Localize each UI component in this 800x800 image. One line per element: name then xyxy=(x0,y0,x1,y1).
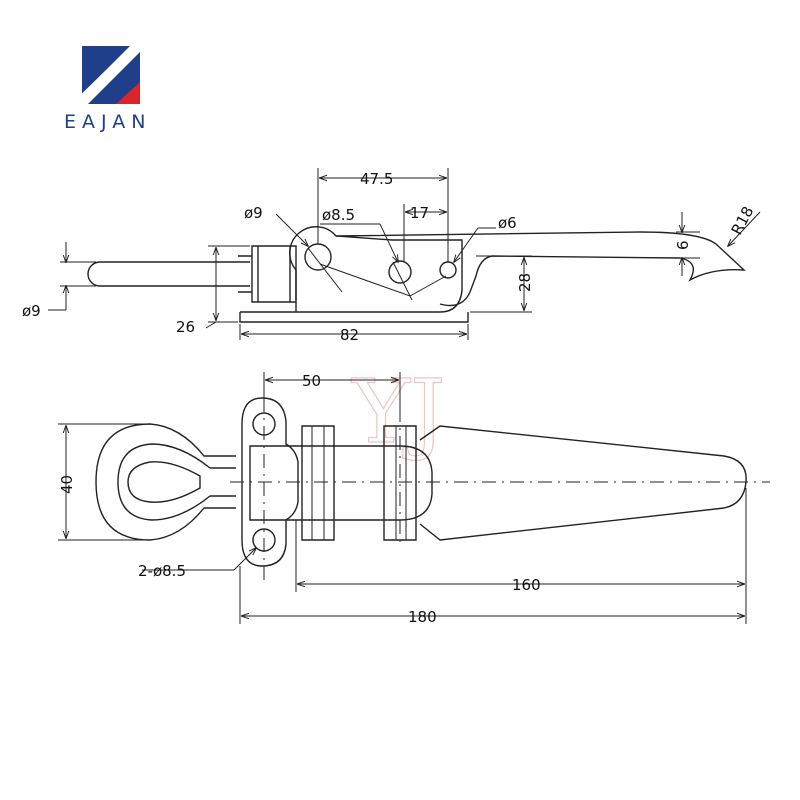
watermark: YJ xyxy=(351,360,445,463)
dim-6: 6 xyxy=(674,240,692,250)
side-view: 47.5 17 ø8.5 ø9 ø6 R18 6 28 xyxy=(22,168,761,344)
dim-phi9-pin: ø9 xyxy=(244,204,263,222)
dim-47-5: 47.5 xyxy=(360,170,393,188)
side-nut xyxy=(238,245,297,303)
top-view: 50 40 2-ø8.5 160 180 xyxy=(58,372,770,626)
dim-phi6: ø6 xyxy=(498,214,517,232)
top-eye-loop xyxy=(95,423,236,541)
dim-40: 40 xyxy=(58,475,76,494)
top-lever xyxy=(419,425,747,541)
hole-phi6 xyxy=(439,261,457,279)
dim-160: 160 xyxy=(512,576,541,594)
dim-26: 26 xyxy=(176,318,195,336)
side-rod xyxy=(87,261,250,287)
dim-50: 50 xyxy=(302,372,321,390)
dim-phi8-5: ø8.5 xyxy=(322,206,355,224)
hole-phi8-5 xyxy=(388,260,412,284)
dim-17: 17 xyxy=(410,204,429,222)
top-hinge-block xyxy=(249,445,433,521)
brand-name: EAJAN xyxy=(64,111,151,133)
logo-mark-icon xyxy=(76,38,142,104)
top-mount-plate xyxy=(241,397,299,567)
brand-logo: EAJAN xyxy=(64,38,151,133)
dim-phi9-rod: ø9 xyxy=(22,302,41,320)
dim-82: 82 xyxy=(340,326,359,344)
dim-r18: R18 xyxy=(728,203,758,238)
side-lever xyxy=(335,231,746,307)
side-base-plate xyxy=(239,302,469,323)
dim-28: 28 xyxy=(516,273,534,292)
dim-holes: 2-ø8.5 xyxy=(138,562,186,580)
side-hinge-body xyxy=(289,226,463,313)
pivot-pin-phi9 xyxy=(304,243,332,271)
dim-180: 180 xyxy=(408,608,437,626)
